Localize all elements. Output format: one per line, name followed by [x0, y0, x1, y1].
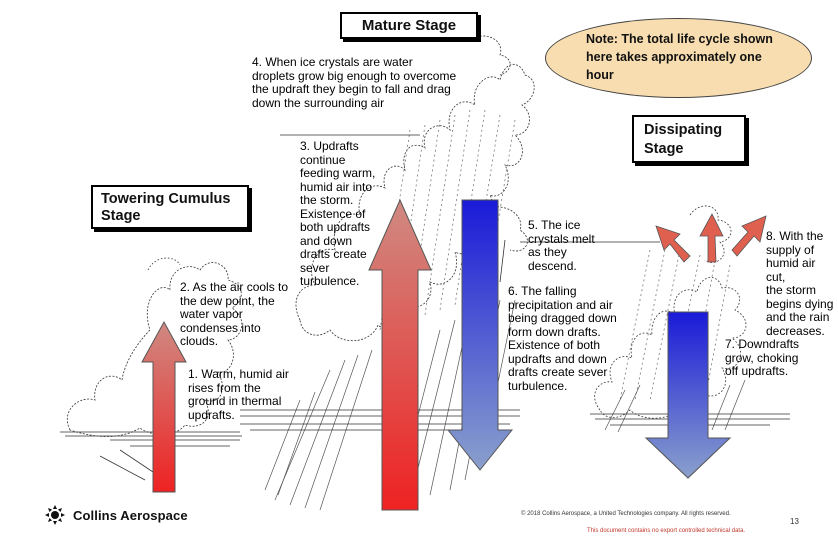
dissipating-solid-rain — [604, 379, 746, 433]
dissipating-stage-box: Dissipating Stage — [632, 115, 746, 163]
towering-cloud — [67, 257, 243, 437]
collins-logo: Collins Aerospace — [44, 504, 188, 526]
mature-stage-title: Mature Stage — [361, 17, 457, 34]
note-text: Note: The total life cycle shown here ta… — [586, 32, 773, 82]
dissipating-stage-title-line1: Dissipating — [644, 122, 723, 138]
towering-stage-title-line2: Stage — [101, 208, 141, 224]
pointer-lines — [499, 239, 660, 283]
mature-stage-box: Mature Stage — [340, 12, 478, 39]
towering-updraft-arrow — [141, 320, 187, 493]
mature-downdraft-arrow — [446, 199, 514, 471]
note-oval — [545, 18, 812, 98]
dissipating-stage-title-line2: Stage — [644, 141, 684, 157]
dissipating-small-arrows — [655, 213, 767, 263]
mature-updraft-arrow — [368, 198, 432, 511]
towering-stage-title-line1: Towering Cumulus — [101, 191, 231, 207]
dissipating-downdraft-arrow — [644, 311, 732, 479]
mature-cloud — [295, 35, 535, 342]
dissipating-cloud — [594, 205, 747, 419]
footer-copyright: © 2018 Collins Aerospace, a United Techn… — [521, 511, 731, 517]
towering-stage-box: Towering Cumulus Stage — [91, 185, 249, 229]
collins-logo-icon — [45, 505, 65, 525]
footer-export-notice: This document contains no export control… — [587, 528, 746, 534]
collins-brand-name: Collins Aerospace — [73, 507, 188, 523]
page-number: 13 — [790, 517, 799, 526]
